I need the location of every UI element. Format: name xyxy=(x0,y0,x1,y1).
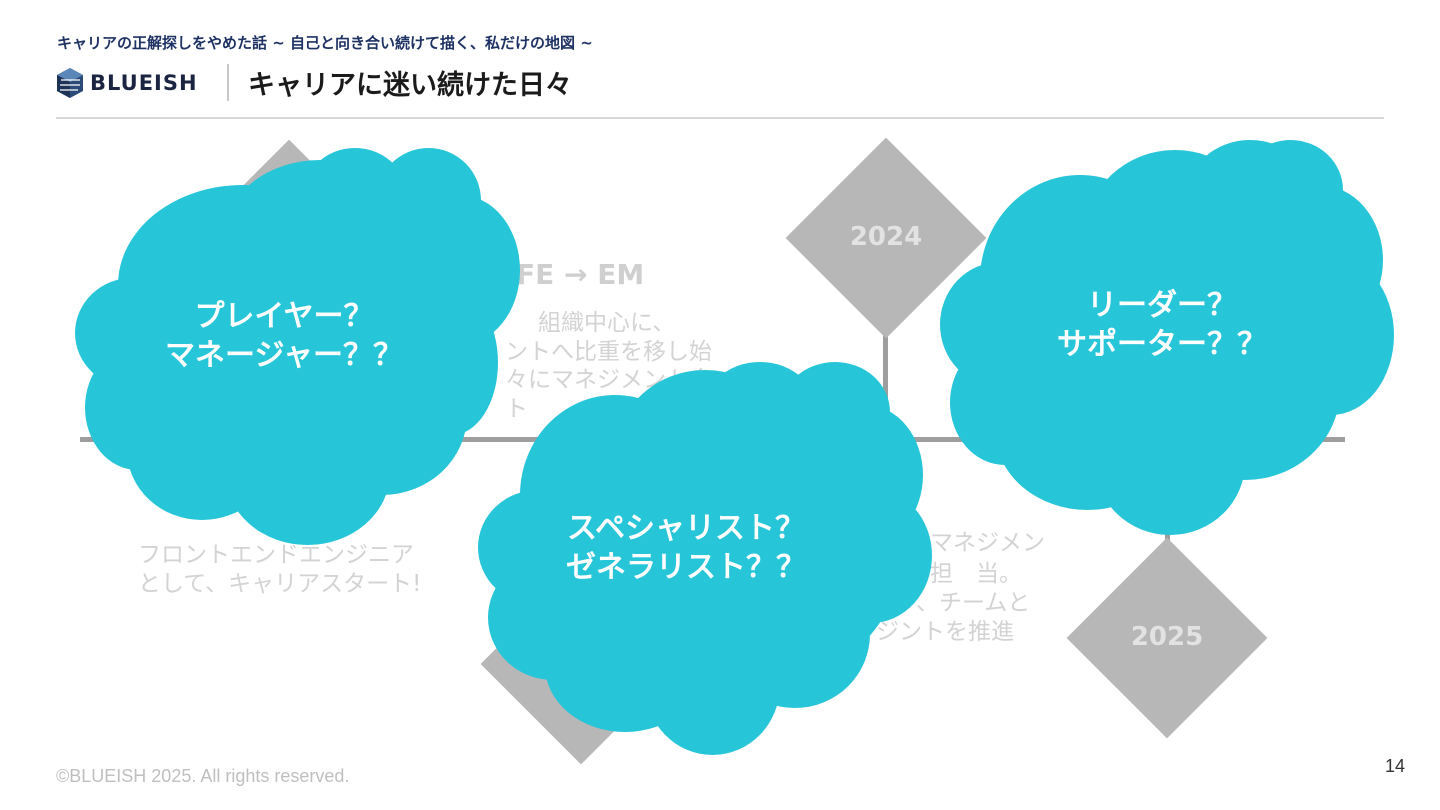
cloud-specialist-generalist-text: スペシャリスト？ ゼネラリスト？？ xyxy=(536,509,836,587)
career-start-line-1: フロントエンドエンジニア xyxy=(138,542,414,568)
cloud-leader-supporter-text: リーダー？ サポーター？？ xyxy=(1012,286,1312,364)
role-desc-line-1: 組織中心に、 xyxy=(538,310,676,336)
management-line-2: 担 当。 xyxy=(930,561,1022,587)
logo-wordmark: BLUEISH xyxy=(90,71,198,95)
deck-subtitle: キャリアの正解探しをやめた話 ~ 自己と向き合い続けて描く、私だけの地図 ~ xyxy=(57,34,593,52)
copyright-footer: ©BLUEISH 2025. All rights reserved. xyxy=(56,766,350,786)
blueish-logo: BLUEISH xyxy=(56,66,198,100)
page-number: 14 xyxy=(1385,756,1406,776)
cloud-player-line: プレイヤー？ xyxy=(194,299,374,334)
page-title: キャリアに迷い続けた日々 xyxy=(248,70,572,101)
role-desc-line-2: ントへ比重を移し始 xyxy=(505,339,712,365)
career-start-line-2: として、キャリアスタート! xyxy=(138,571,422,597)
timeline-stem-2024 xyxy=(883,330,888,440)
blueish-logo-icon xyxy=(57,68,83,98)
cloud-manager-line: マネージャー？？ xyxy=(165,338,403,373)
cloud-specialist-line: スペシャリスト？ xyxy=(567,511,805,546)
header-divider xyxy=(227,64,229,101)
header-rule xyxy=(56,117,1384,119)
management-line-3: 、チームと xyxy=(916,590,1031,616)
management-line-4: ジントを推進 xyxy=(876,619,1014,645)
cloud-generalist-line: ゼネラリスト？？ xyxy=(566,550,806,585)
management-line-1: マネジメン xyxy=(930,530,1045,556)
cloud-leader-line: リーダー？ xyxy=(1087,288,1237,323)
cloud-supporter-line: サポーター？？ xyxy=(1057,327,1267,362)
role-desc-line-4: ト xyxy=(505,396,528,422)
role-change-title: FE → EM xyxy=(516,258,645,291)
year-label-2024: 2024 xyxy=(849,222,923,252)
year-label-2025: 2025 xyxy=(1130,622,1204,652)
cloud-player-manager-text: プレイヤー？ マネージャー？？ xyxy=(134,297,434,375)
